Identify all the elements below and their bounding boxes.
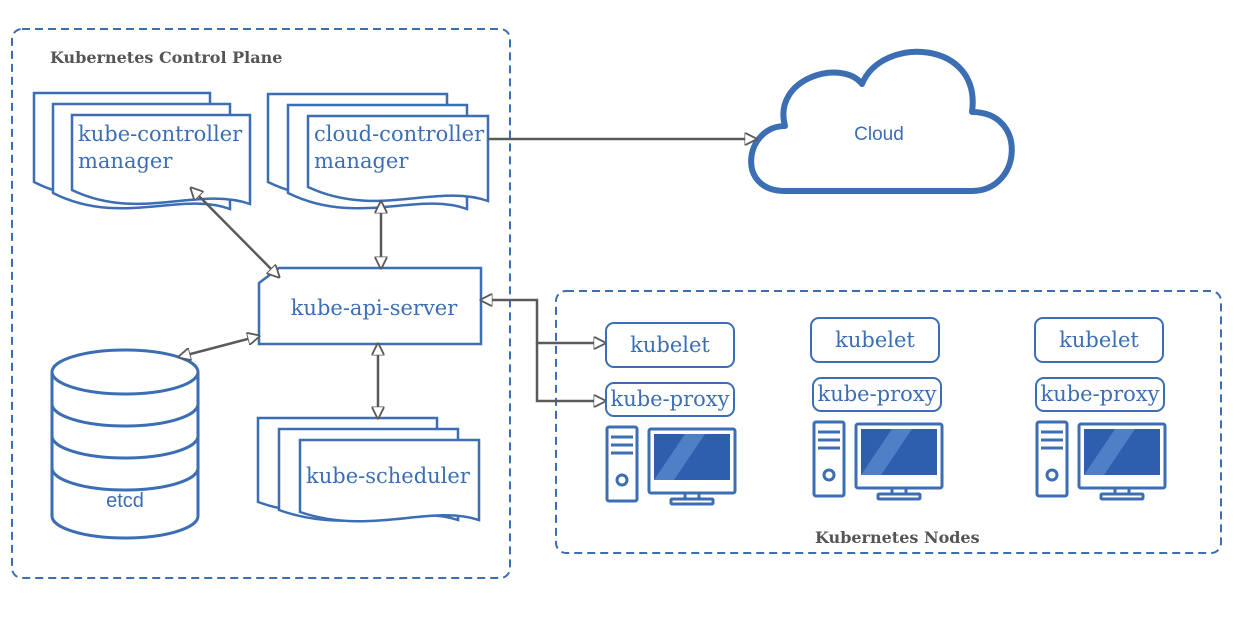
kubelet-box bbox=[1034, 317, 1164, 363]
kubelet-box bbox=[605, 322, 735, 368]
computer-icon bbox=[605, 425, 737, 506]
edge-api-kube-controller bbox=[191, 188, 279, 277]
cloud-node: Cloud bbox=[748, 48, 1015, 194]
kube-controller-manager-label-line2: manager bbox=[78, 149, 173, 173]
kube-proxy-box bbox=[1035, 377, 1165, 412]
etcd-node: etcd bbox=[50, 348, 200, 540]
worker-node-2: kubelet kube-proxy bbox=[810, 317, 944, 501]
kube-proxy-label: kube-proxy bbox=[610, 387, 729, 411]
worker-node-1: kubelet kube-proxy bbox=[605, 322, 737, 506]
kubelet-label: kubelet bbox=[630, 333, 710, 357]
kube-api-server-node: kube-api-server bbox=[257, 266, 483, 346]
kube-controller-manager-node: kube-controller manager bbox=[32, 91, 252, 211]
kube-controller-manager-label-line1: kube-controller bbox=[78, 122, 243, 146]
nodes-label: Kubernetes Nodes bbox=[815, 528, 980, 547]
etcd-label: etcd bbox=[106, 490, 144, 512]
kubelet-label: kubelet bbox=[835, 328, 915, 352]
kube-proxy-label: kube-proxy bbox=[1040, 382, 1159, 406]
connectors bbox=[179, 139, 756, 418]
computer-icon bbox=[1035, 420, 1167, 501]
cloud-controller-manager-label-line1: cloud-controller bbox=[314, 122, 485, 146]
cloud-label: Cloud bbox=[854, 124, 904, 145]
kube-api-server-label: kube-api-server bbox=[291, 296, 459, 320]
nodes-group bbox=[555, 290, 1222, 554]
edge-api-etcd bbox=[179, 336, 259, 357]
edge-api-kube-proxy bbox=[535, 343, 605, 401]
kubelet-box bbox=[810, 317, 940, 363]
kubelet-label: kubelet bbox=[1059, 328, 1139, 352]
computer-icon bbox=[812, 420, 944, 501]
cloud-controller-manager-label-line2: manager bbox=[314, 149, 409, 173]
kube-proxy-box bbox=[605, 382, 735, 417]
kube-scheduler-node: kube-scheduler bbox=[256, 416, 481, 523]
kube-scheduler-label: kube-scheduler bbox=[306, 464, 471, 488]
cloud-controller-manager-node: cloud-controller manager bbox=[266, 92, 490, 211]
kube-proxy-box bbox=[812, 377, 942, 412]
worker-node-3: kubelet kube-proxy bbox=[1034, 317, 1167, 501]
edge-api-kubelet bbox=[481, 300, 605, 343]
control-plane-label: Kubernetes Control Plane bbox=[50, 48, 282, 67]
kube-proxy-label: kube-proxy bbox=[817, 382, 936, 406]
